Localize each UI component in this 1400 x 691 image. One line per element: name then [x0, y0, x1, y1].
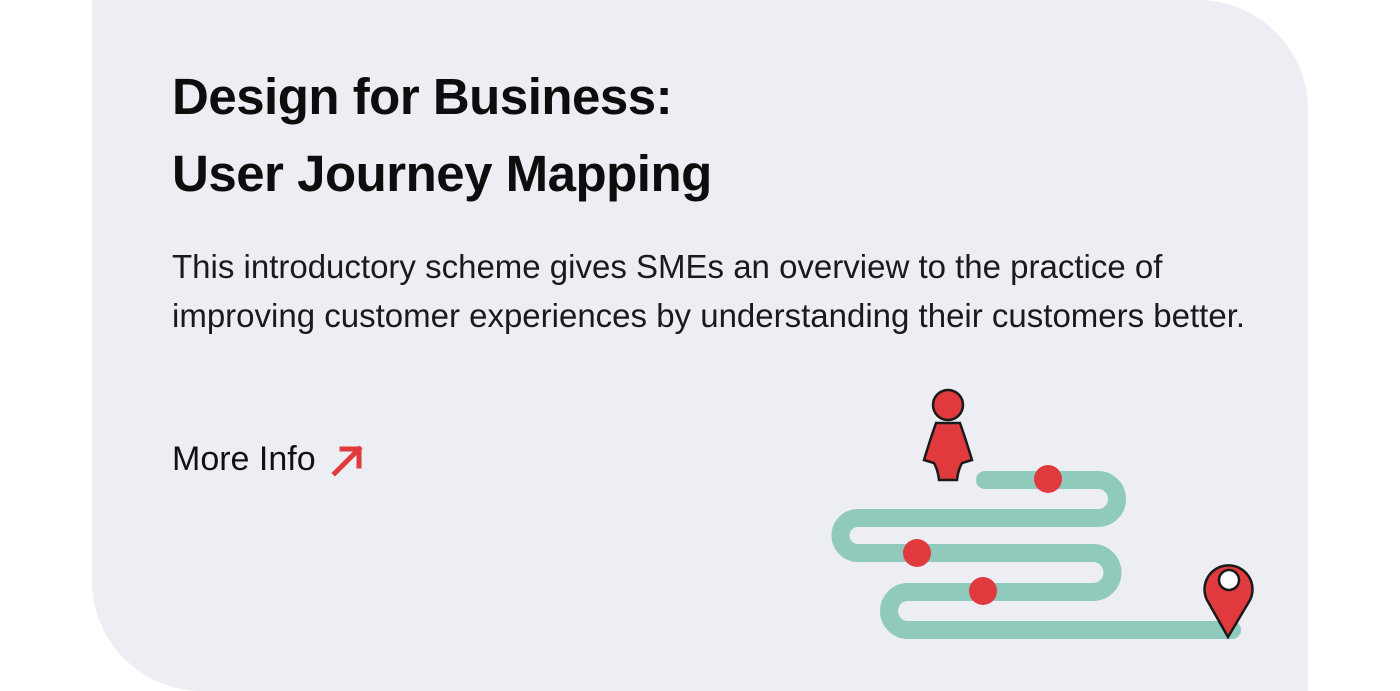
location-pin-icon	[1203, 564, 1254, 640]
more-info-link[interactable]: More Info	[172, 440, 366, 479]
title-line-2: User Journey Mapping	[172, 145, 712, 202]
arrow-up-right-icon	[331, 444, 363, 477]
more-info-label: More Info	[172, 440, 316, 478]
milestone-dot	[1034, 465, 1062, 493]
journey-path	[831, 471, 1241, 639]
page-title: Design for Business: User Journey Mappin…	[172, 58, 712, 212]
title-line-1: Design for Business:	[172, 68, 673, 125]
milestone-dot	[969, 577, 997, 605]
milestone-dot	[903, 539, 931, 567]
description: This introductory scheme gives SMEs an o…	[172, 248, 1246, 334]
person-icon	[922, 388, 974, 482]
